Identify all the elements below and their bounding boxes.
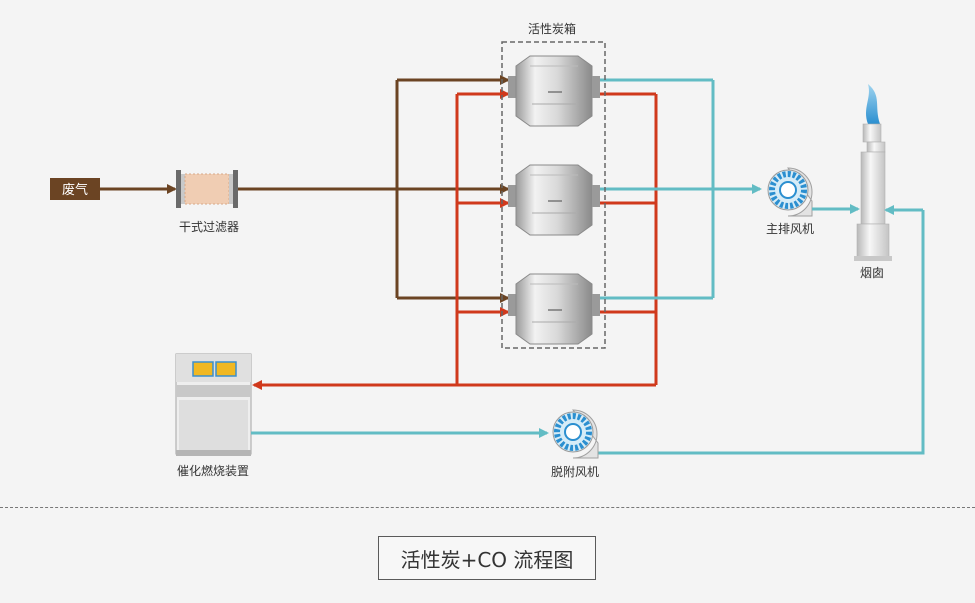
main-fan-label: 主排风机 [766, 222, 814, 236]
carbon-box-unit [508, 55, 600, 127]
catalytic-device-label: 催化燃烧装置 [177, 463, 249, 478]
desorption-fan-label: 脱附风机 [551, 464, 599, 479]
carbon-box-group [501, 41, 606, 349]
chimney-icon [854, 84, 892, 261]
carbon-box-unit [508, 273, 600, 345]
waste-gas-manifold [395, 75, 510, 303]
dry-filter [176, 170, 238, 208]
hot-air-loop [252, 89, 658, 390]
diagram-caption: 活性炭+CO 流程图 [378, 536, 596, 580]
carbon-box-label: 活性炭箱 [528, 21, 576, 36]
main-fan-icon [767, 167, 813, 217]
desorption-outlet-pipe [598, 205, 925, 455]
clean-air-header [600, 78, 762, 300]
dry-filter-label: 干式过滤器 [179, 220, 239, 234]
waste-gas-tag: 废气 [50, 178, 100, 200]
section-divider [0, 507, 975, 508]
desorption-fan-icon [552, 409, 599, 459]
catalytic-device-icon [175, 353, 252, 456]
chimney-label: 烟囱 [860, 266, 884, 280]
carbon-box-unit [508, 164, 600, 236]
waste-gas-label: 废气 [62, 182, 88, 198]
